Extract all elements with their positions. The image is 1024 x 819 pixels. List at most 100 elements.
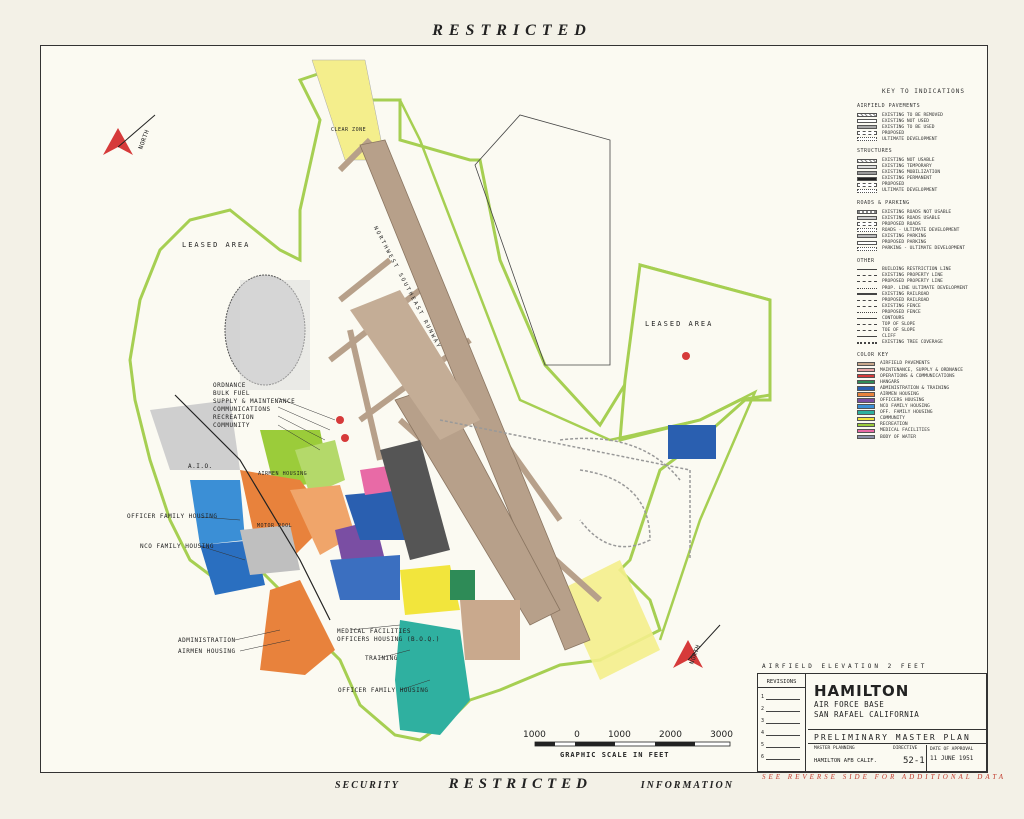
directive-number: 52-1	[903, 756, 925, 766]
teal-officer-family	[395, 620, 470, 735]
title-main: HAMILTON AIR FORCE BASE SAN RAFAEL CALIF…	[808, 674, 986, 771]
revision-number: 5	[761, 742, 765, 748]
legend-item: PARKING - ULTIMATE DEVELOPMENT	[882, 246, 965, 252]
legend-section-structures: STRUCTURES	[857, 148, 893, 155]
label-motor-pool: MOTOR POOL	[257, 523, 293, 529]
airfield-elevation: AIRFIELD ELEVATION 2 FEET	[762, 663, 928, 670]
color-swatch	[857, 410, 875, 415]
color-key-item: RECREATION	[857, 422, 980, 428]
restricted-outline-area	[474, 114, 611, 366]
legend-item: PROP. LINE ULTIMATE DEVELOPMENT	[882, 285, 968, 291]
scale-caption: GRAPHIC SCALE IN FEET	[560, 751, 670, 759]
scale-num: 1000	[523, 730, 546, 740]
color-key-label: RECREATION	[880, 422, 908, 428]
scale-num: 2000	[659, 730, 682, 740]
label-training: TRAINING	[365, 655, 398, 662]
legend-item: EXISTING PARKING	[882, 233, 927, 239]
color-swatch	[857, 422, 875, 428]
legend-item: EXISTING MOBILIZATION	[882, 170, 941, 176]
revision-number: 6	[761, 754, 765, 760]
label-aio: A.I.O.	[188, 463, 213, 470]
color-swatch	[857, 392, 875, 397]
revisions-header: REVISIONS	[758, 674, 805, 688]
legend-item: BUILDING RESTRICTION LINE	[882, 267, 952, 273]
leased-area-left-label: LEASED AREA	[182, 241, 251, 249]
restricted-label: RESTRICTED	[448, 776, 593, 792]
legend-color-key-title: COLOR KEY	[857, 351, 889, 358]
plan-title: PRELIMINARY MASTER PLAN	[808, 729, 986, 744]
base-line: HAMILTON AFB CALIF.	[814, 758, 877, 764]
legend-item: EXISTING TREE COVERAGE	[882, 340, 943, 346]
color-swatch	[857, 416, 875, 422]
color-key-item: MAINTENANCE, SUPPLY & ORDNANCE	[857, 367, 980, 373]
north-arrow-top	[103, 114, 156, 155]
legend-item: EXISTING TO BE USED	[882, 124, 935, 130]
color-key-label: HANGARS	[880, 379, 900, 385]
label-medical: MEDICAL FACILITIES	[337, 628, 412, 635]
information-label: INFORMATION	[640, 780, 734, 791]
blue-admin-1	[345, 490, 410, 540]
blue-officer-housing	[190, 480, 245, 545]
revision-number: 1	[761, 694, 765, 700]
color-key-label: ADMINISTRATION & TRAINING	[880, 385, 950, 391]
gray-motor-pool	[240, 525, 300, 575]
legend-section-roads: ROADS & PARKING	[857, 200, 910, 207]
tan-apron-south	[460, 600, 520, 660]
north-arrow-bottom	[673, 624, 721, 668]
leased-area-right-label: LEASED AREA	[645, 320, 714, 328]
base-location: SAN RAFAEL CALIFORNIA	[814, 710, 920, 719]
color-key-item: BODY OF WATER	[857, 434, 980, 440]
orange-airmen-south	[260, 580, 335, 675]
color-swatch	[857, 373, 875, 379]
label-community: COMMUNITY	[213, 422, 251, 429]
color-key-label: COMMUNITY	[880, 416, 905, 422]
legend: KEY TO INDICATIONS AIRFIELD PAVEMENTS EX…	[855, 88, 980, 440]
blue-admin-2	[330, 555, 400, 600]
revision-number: 4	[761, 730, 765, 736]
legend-item: EXISTING PERMANENT	[882, 176, 932, 182]
label-ordnance: ORDNANCE	[213, 382, 246, 389]
revisions-column: REVISIONS 1 2 3 4 5 6	[758, 674, 806, 771]
marker-radar	[682, 352, 690, 360]
legend-section-airfield: AIRFIELD PAVEMENTS	[857, 103, 921, 109]
legend-item: PROPOSED RAILROAD	[882, 297, 930, 303]
scale-numbers: 1000 0 1000 2000 3000	[523, 730, 733, 740]
color-key-item: AIRMEN HOUSING	[857, 391, 980, 397]
date-label: DATE OF APPROVAL	[930, 747, 974, 752]
gray-hangar-strip	[380, 440, 450, 560]
legend-item: PROPOSED	[882, 182, 905, 188]
legend-item: PROPOSED PROPERTY LINE	[882, 279, 943, 285]
boundary-east-edge	[398, 99, 758, 641]
base-name: HAMILTON	[814, 682, 910, 700]
color-swatch	[857, 428, 875, 434]
yellow-community	[400, 565, 460, 615]
legend-item: PROPOSED	[882, 130, 905, 136]
legend-item: TOP OF SLOPE	[882, 322, 916, 328]
legend-item: CONTOURS	[882, 315, 905, 321]
clear-zone-label: CLEAR ZONE	[331, 127, 367, 133]
legend-item: ULTIMATE DEVELOPMENT	[882, 136, 938, 142]
property-boundary-right	[618, 263, 772, 442]
legend-item: EXISTING FENCE	[882, 303, 921, 309]
scale-num: 3000	[710, 730, 733, 740]
revision-number: 3	[761, 718, 765, 724]
marker-ordnance	[336, 416, 344, 424]
color-key-label: OFF. FAMILY HOUSING	[880, 410, 933, 416]
legend-item: ROADS - ULTIMATE DEVELOPMENT	[882, 227, 960, 233]
label-airmen-housing-center: AIRMEN HOUSING	[258, 471, 308, 477]
legend-item: PROPOSED ROADS	[882, 221, 921, 227]
property-boundary-left	[128, 67, 772, 742]
legend-item: PROPOSED PARKING	[882, 240, 927, 246]
color-key-label: MEDICAL FACILITIES	[880, 428, 930, 434]
color-key-label: AIRMEN HOUSING	[880, 391, 919, 397]
scale-num: 1000	[607, 730, 631, 740]
legend-item: TOE OF SLOPE	[882, 328, 916, 334]
label-bulk-fuel: BULK FUEL	[213, 390, 251, 397]
color-key-item: ADMINISTRATION & TRAINING	[857, 385, 980, 391]
legend-item: EXISTING NOT USABLE	[882, 158, 935, 164]
perimeter-roads	[439, 419, 691, 560]
color-key-label: NCO FAMILY HOUSING	[880, 404, 930, 410]
gray-supply-zone	[150, 400, 240, 470]
